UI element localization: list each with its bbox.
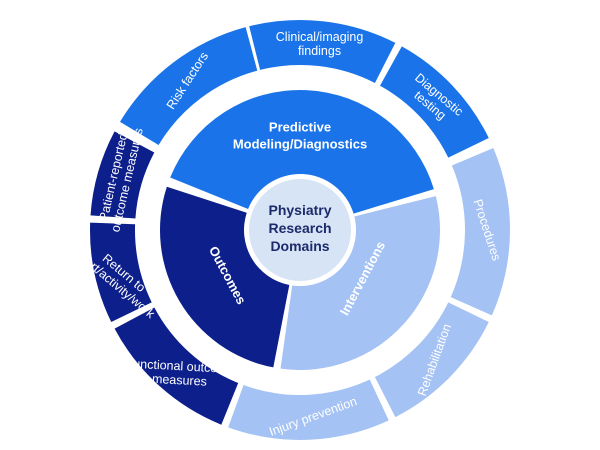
domain-label-predictive-line: Modeling/Diagnostics: [233, 136, 367, 151]
segment-return-to-sport-activity-work: [90, 222, 152, 323]
segment-label-functional-outcome-measures-line: Functional outcome: [125, 356, 235, 376]
segment-label-clinical-imaging-findings-line: Clinical/imaging: [276, 30, 364, 44]
domain-predictive: [170, 90, 434, 214]
segment-label-functional-outcome-measures-line: measures: [152, 372, 208, 389]
segment-risk-factors: [119, 27, 258, 146]
segment-patient-reported-outcome-measures: [90, 131, 155, 219]
domain-interventions: [280, 196, 440, 371]
segment-clinical-imaging-findings: [249, 20, 396, 83]
center-label-line: Physiatry: [268, 202, 331, 218]
segment-functional-outcome-measures: [114, 307, 239, 425]
segment-rehabilitation: [374, 302, 489, 418]
center-label-line: Domains: [270, 238, 329, 254]
domain-label-predictive-line: Predictive: [269, 119, 331, 134]
segment-procedures: [450, 147, 510, 316]
segment-label-functional-outcome-measures: Functional outcomemeasures: [125, 356, 235, 390]
center-circle: [249, 179, 351, 281]
segment-diagnostic-testing: [379, 46, 489, 158]
center-label-line: Research: [268, 220, 331, 236]
segment-injury-prevention: [228, 379, 389, 440]
segment-label-clinical-imaging-findings-line: findings: [298, 44, 341, 58]
domain-outcomes: [159, 186, 290, 368]
